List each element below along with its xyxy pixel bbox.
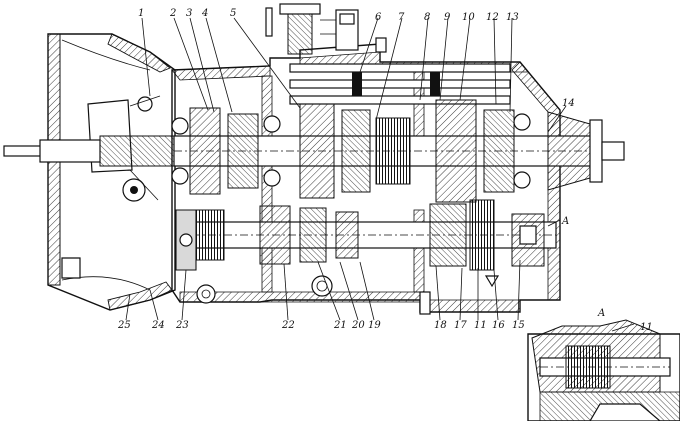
leader-lines (125, 17, 567, 321)
label-22: 22 (281, 320, 295, 331)
label-15: 15 (512, 320, 525, 331)
label-16: 16 (492, 320, 505, 331)
label-9: 9 (444, 12, 451, 23)
shift-tower (265, 3, 511, 105)
label-8: 8 (424, 12, 430, 23)
label-3: 3 (186, 8, 192, 19)
label-10: 10 (462, 12, 475, 23)
clutch-housing (47, 33, 176, 311)
detail-a-label: A (597, 308, 605, 319)
countershaft (175, 199, 557, 271)
label-4: 4 (201, 8, 208, 19)
label-1: 1 (138, 8, 144, 19)
label-25: 25 (117, 320, 131, 331)
label-23: 23 (175, 320, 189, 331)
label-a: A (561, 216, 569, 227)
label-12: 12 (486, 12, 499, 23)
label-18: 18 (434, 320, 447, 331)
drain-plugs (196, 275, 500, 315)
label-11: 11 (474, 320, 487, 331)
label-13: 13 (506, 12, 519, 23)
detail-a-part-11: 11 (640, 322, 653, 333)
detail-a-inset (527, 319, 680, 421)
output-flange (547, 111, 625, 191)
label-7: 7 (398, 12, 405, 23)
label-14: 14 (562, 98, 575, 109)
label-6: 6 (375, 12, 382, 23)
label-20: 20 (351, 320, 365, 331)
label-2: 2 (169, 8, 176, 19)
label-5: 5 (230, 8, 236, 19)
input-shaft (3, 135, 175, 167)
label-24: 24 (151, 320, 165, 331)
main-shaft (171, 99, 595, 203)
label-17: 17 (454, 320, 467, 331)
callout-labels: 1 2 3 4 5 6 7 8 9 10 12 13 14 A 15 16 11… (117, 8, 653, 333)
label-21: 21 (333, 320, 347, 331)
label-19: 19 (368, 320, 381, 331)
